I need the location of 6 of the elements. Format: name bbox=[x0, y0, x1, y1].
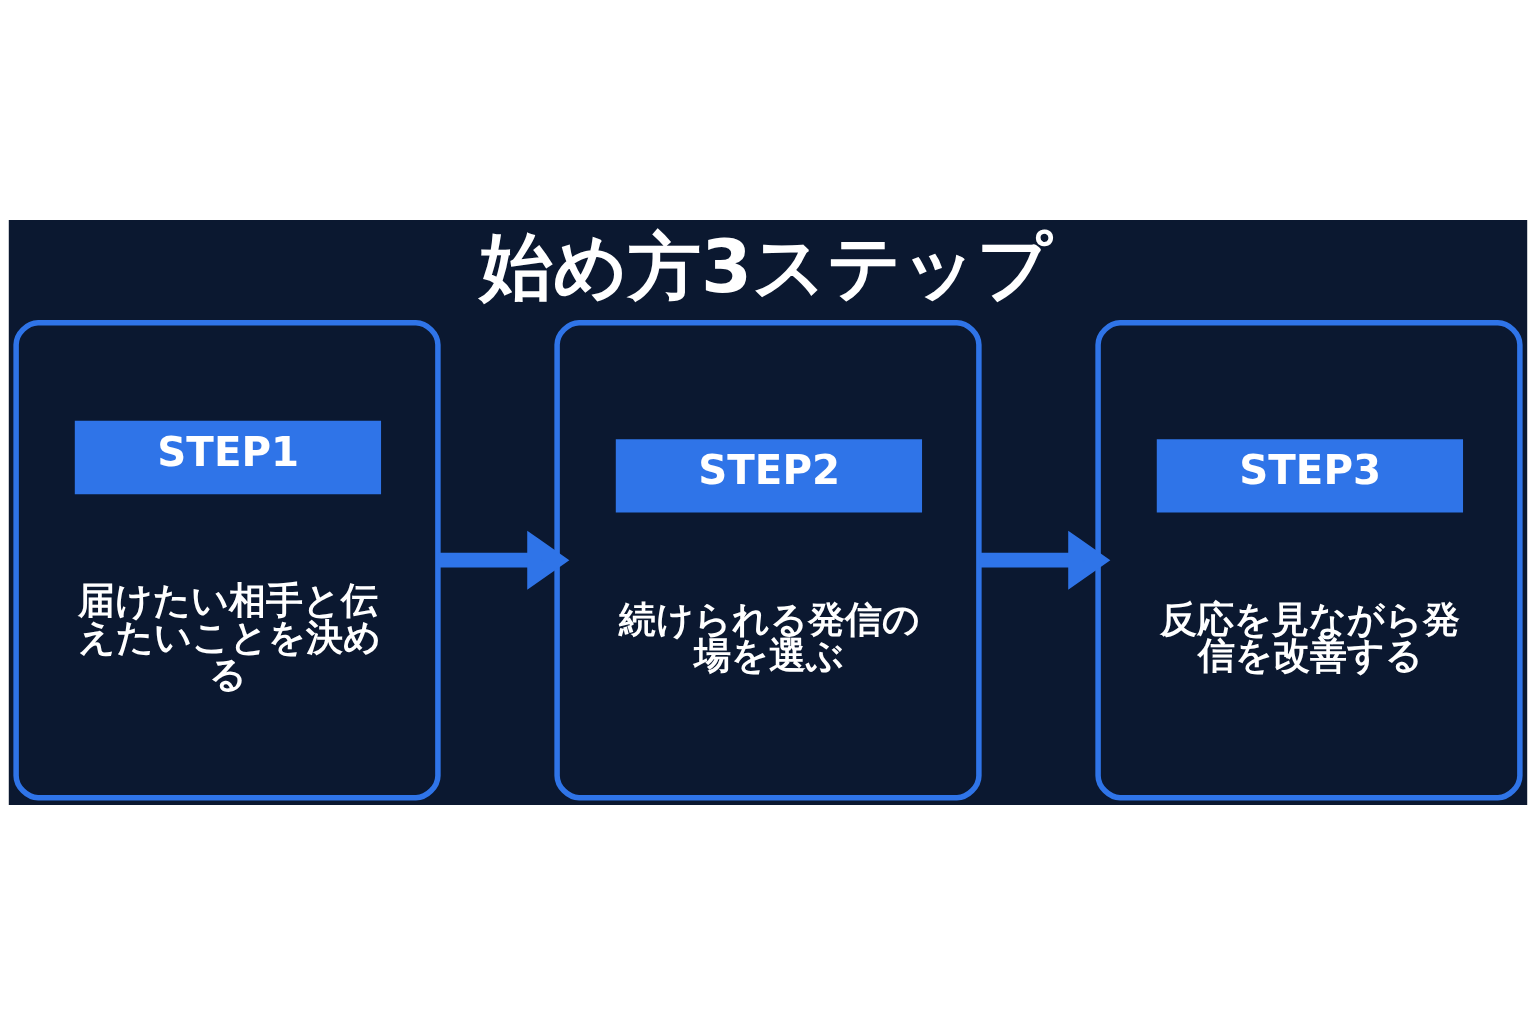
arrow bbox=[979, 530, 1111, 590]
arrow bbox=[438, 530, 570, 590]
node-box: STEP3 反応を見ながら発信を改善する bbox=[1095, 319, 1523, 800]
diagram-title: 始め方3ステップ bbox=[480, 223, 1053, 309]
node-box: STEP2 続けられる発信の場を選ぶ bbox=[554, 319, 982, 800]
node-box: STEP1 届けたい相手と伝えたいことを決める bbox=[13, 319, 441, 800]
